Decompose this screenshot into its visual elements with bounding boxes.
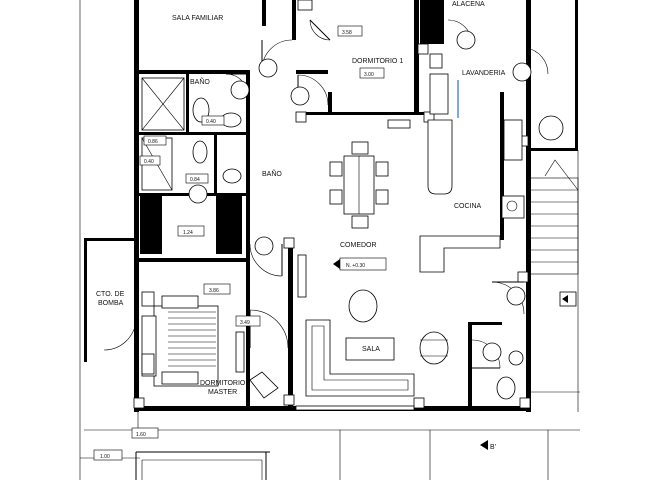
section-marker: B' — [480, 291, 577, 451]
room-lavanderia: LAVANDERIA — [462, 70, 506, 77]
dim-040a: 0.40 — [206, 119, 216, 125]
room-dormitorio-1: DORMITORIO 1 — [352, 58, 403, 65]
dim-124: 1.24 — [183, 230, 193, 236]
room-cocina: COCINA — [454, 203, 482, 210]
master-bed — [141, 291, 279, 399]
section-b-label: B' — [490, 444, 496, 451]
kitchen-furniture — [419, 53, 564, 273]
dim-086: 0.86 — [148, 139, 158, 145]
dim-100: 1.00 — [100, 454, 110, 460]
dim-349: 3.49 — [240, 320, 250, 326]
room-bano-mid: BAÑO — [262, 169, 282, 178]
level-marker: N. +0.30 — [333, 257, 387, 271]
dining-table — [329, 141, 389, 229]
dim-386: 3.86 — [209, 288, 219, 294]
dim-160: 1.60 — [136, 432, 146, 438]
site-lines — [79, 0, 580, 480]
stairs — [529, 159, 579, 275]
room-bano-upper: BAÑO — [190, 77, 210, 86]
room-cto-bomba-line1: CTO. DE — [96, 291, 125, 298]
dim-358: 3.58 — [342, 30, 352, 36]
living-furniture — [305, 289, 449, 397]
dim-300: 3.00 — [364, 72, 374, 78]
dim-084: 0.84 — [190, 177, 200, 183]
door-tags — [188, 30, 532, 362]
room-labels: SALA FAMILIAR DORMITORIO 1 BAÑO BAÑO ALA… — [96, 1, 506, 396]
room-dormitorio-master-line1: DORMITORIO — [200, 380, 246, 387]
room-alacena: ALACENA — [452, 1, 485, 8]
dim-040b: 0.40 — [144, 159, 154, 165]
level-label: N. +0.30 — [346, 263, 365, 269]
dimension-labels: 3.58 3.00 0.40 0.86 0.40 0.84 1.24 3.86 … — [93, 25, 385, 461]
windows — [295, 0, 459, 411]
room-sala-familiar: SALA FAMILIAR — [172, 15, 223, 22]
room-cto-bomba-line2: BOMBA — [98, 300, 124, 307]
room-sala: SALA — [362, 346, 380, 353]
room-dormitorio-master-line2: MASTER — [208, 389, 237, 396]
room-comedor: COMEDOR — [340, 242, 377, 249]
